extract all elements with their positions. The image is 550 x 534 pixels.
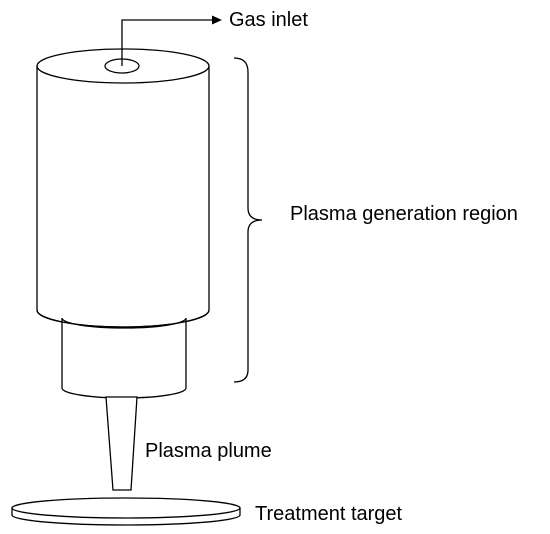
cylinder-body — [36, 48, 210, 328]
plasma-plume-label: Plasma plume — [145, 440, 272, 462]
treatment-target-label: Treatment target — [255, 503, 403, 525]
plasma-generation-bracket — [233, 57, 263, 383]
gas-inlet-label: Gas inlet — [229, 9, 308, 31]
plasma-generation-region-label: Plasma generation region — [290, 203, 518, 225]
plasma-plume-shape — [105, 396, 138, 491]
treatment-target-disk — [11, 497, 241, 526]
nozzle-housing — [61, 317, 187, 399]
gas-inlet-arrow — [121, 15, 222, 66]
cylinder-bottom-rim — [36, 309, 210, 328]
